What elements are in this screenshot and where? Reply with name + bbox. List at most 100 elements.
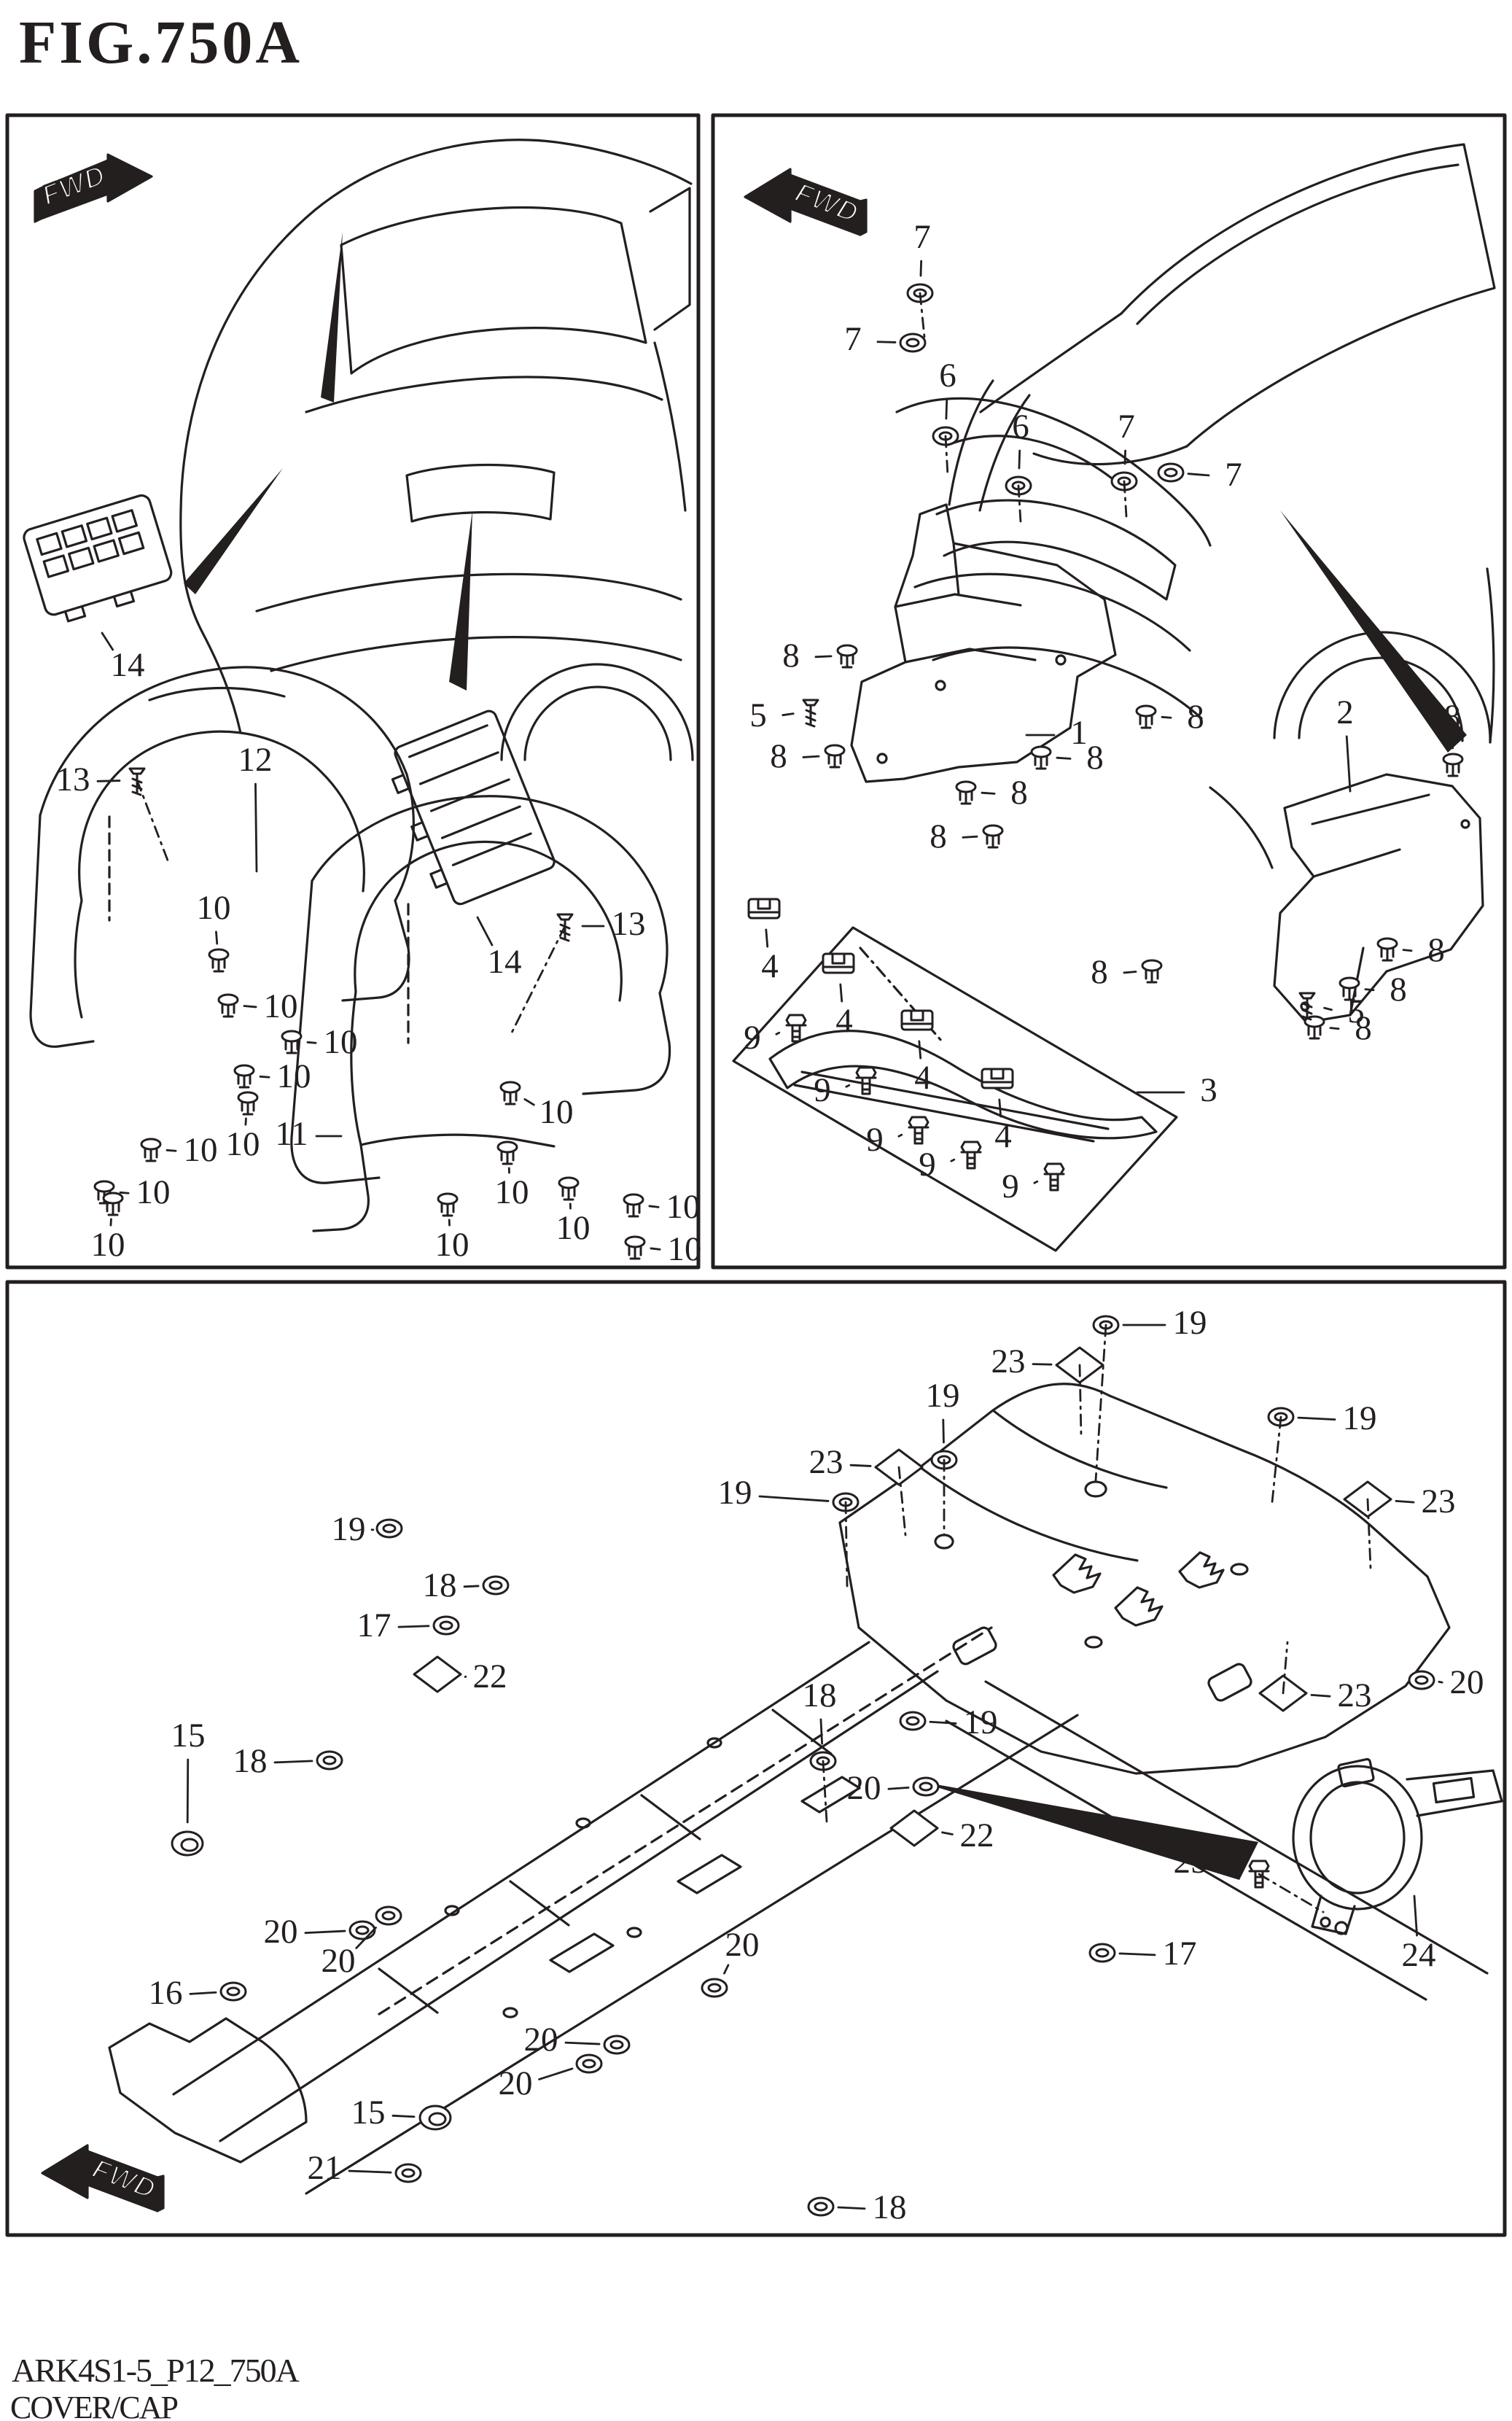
- part-callout-22: 22: [959, 1816, 994, 1855]
- grommet-icon: [603, 2035, 631, 2055]
- part-callout-18: 18: [233, 1742, 268, 1781]
- grommet-icon: [1408, 1670, 1435, 1690]
- clip-icon: [1376, 937, 1398, 962]
- grommet-icon: [219, 1981, 247, 2002]
- callout-leader-line: [950, 1158, 956, 1162]
- callout-leader-line: [839, 983, 843, 1003]
- clip-icon: [1141, 959, 1163, 984]
- seal-patch-icon: [889, 1809, 939, 1847]
- part-callout-25: 25: [1173, 1843, 1208, 1881]
- grommet-icon: [1157, 462, 1185, 483]
- part-callout-9: 9: [919, 1146, 936, 1184]
- install-leader-line: [1094, 1324, 1107, 1482]
- part-callout-8: 8: [1086, 739, 1104, 777]
- install-leader-line: [509, 925, 566, 1037]
- side-under-cover-art: [1273, 773, 1484, 1024]
- part-callout-13: 13: [611, 905, 646, 944]
- part-callout-2: 2: [1336, 693, 1354, 732]
- callout-leader-line: [814, 655, 833, 658]
- part-callout-19: 19: [963, 1703, 998, 1742]
- part-callout-5: 5: [1347, 992, 1365, 1031]
- callout-leader-line: [1123, 449, 1126, 465]
- clip-icon: [217, 993, 239, 1018]
- u-nut-icon: [900, 1009, 934, 1031]
- callout-leader-line: [306, 1041, 317, 1044]
- rear-wheel-liner-art: [29, 666, 415, 1048]
- part-callout-8: 8: [1010, 774, 1028, 812]
- callout-leader-line: [962, 835, 978, 839]
- part-callout-16: 16: [148, 1974, 183, 2013]
- screw-icon: [802, 699, 819, 728]
- callout-leader-line: [476, 916, 494, 947]
- grommet-icon: [432, 1615, 460, 1636]
- clip-icon: [1338, 976, 1360, 1001]
- clip-icon: [836, 644, 858, 669]
- bolt-icon: [908, 1116, 930, 1145]
- part-callout-22: 22: [472, 1658, 507, 1696]
- callout-leader-line: [1402, 949, 1413, 952]
- part-callout-14: 14: [110, 646, 145, 685]
- grommet-icon: [912, 1776, 940, 1797]
- grommet-icon: [899, 1711, 927, 1731]
- part-callout-10: 10: [276, 1057, 311, 1096]
- clip-icon: [437, 1192, 459, 1217]
- grommet-icon: [394, 2163, 422, 2183]
- clip-icon: [982, 824, 1004, 849]
- callout-leader-line: [897, 1133, 903, 1138]
- callout-leader-line: [1161, 715, 1172, 719]
- part-callout-8: 8: [1427, 931, 1445, 970]
- install-leader-line: [897, 1466, 907, 1536]
- part-callout-10: 10: [539, 1093, 574, 1132]
- part-callout-15: 15: [171, 1717, 206, 1755]
- callout-leader-line: [758, 1495, 830, 1502]
- part-callout-18: 18: [802, 1676, 837, 1715]
- part-callout-8: 8: [1355, 1009, 1372, 1048]
- callout-leader-line: [918, 1040, 922, 1060]
- part-callout-8: 8: [1091, 953, 1108, 992]
- bolt-icon: [960, 1140, 982, 1170]
- install-leader-line: [1282, 1641, 1289, 1695]
- part-callout-23: 23: [1337, 1676, 1372, 1715]
- install-leader-line: [1078, 1364, 1083, 1437]
- part-callout-7: 7: [913, 218, 931, 257]
- clip-icon: [499, 1081, 521, 1105]
- install-leader-line: [1123, 480, 1128, 518]
- footer-name: COVER/CAP: [10, 2390, 179, 2421]
- part-callout-10: 10: [196, 889, 231, 928]
- grommet-icon: [1088, 1943, 1116, 1963]
- part-callout-8: 8: [1187, 698, 1204, 737]
- callout-leader-line: [941, 1831, 954, 1835]
- callout-leader-line: [243, 1005, 257, 1009]
- callout-leader-line: [189, 1991, 217, 1995]
- part-callout-9: 9: [744, 1019, 761, 1057]
- part-callout-9: 9: [866, 1121, 884, 1159]
- part-callout-14: 14: [487, 943, 522, 982]
- part-callout-20: 20: [725, 1926, 760, 1965]
- callout-leader-line: [254, 782, 258, 873]
- part-callout-11: 11: [275, 1115, 308, 1154]
- callout-leader-line: [765, 928, 769, 948]
- bolt-icon: [1043, 1162, 1065, 1192]
- callout-leader-line: [1345, 735, 1352, 793]
- part-callout-10: 10: [263, 987, 298, 1026]
- callout-leader-line: [119, 1191, 130, 1194]
- clip-icon: [955, 780, 977, 805]
- part-callout-10: 10: [323, 1023, 358, 1062]
- part-callout-6: 6: [1012, 408, 1029, 446]
- install-leader-line: [136, 779, 171, 866]
- clip-icon: [558, 1176, 580, 1201]
- part-callout-23: 23: [991, 1342, 1026, 1381]
- part-callout-19: 19: [717, 1474, 752, 1512]
- back-door-vent-art: [23, 494, 173, 623]
- clip-icon: [1442, 753, 1464, 777]
- clip-icon: [208, 948, 230, 973]
- callout-leader-line: [397, 1625, 430, 1628]
- front-wheel-liner-art: [290, 795, 671, 1232]
- callout-leader-line: [1118, 1952, 1156, 1956]
- callout-leader-line: [391, 2114, 416, 2118]
- callout-leader-line: [945, 398, 948, 420]
- pointer-wedge-front: [1280, 510, 1467, 753]
- callout-leader-line: [837, 2206, 866, 2210]
- clip-icon: [1030, 745, 1052, 770]
- callout-leader-line: [876, 341, 897, 343]
